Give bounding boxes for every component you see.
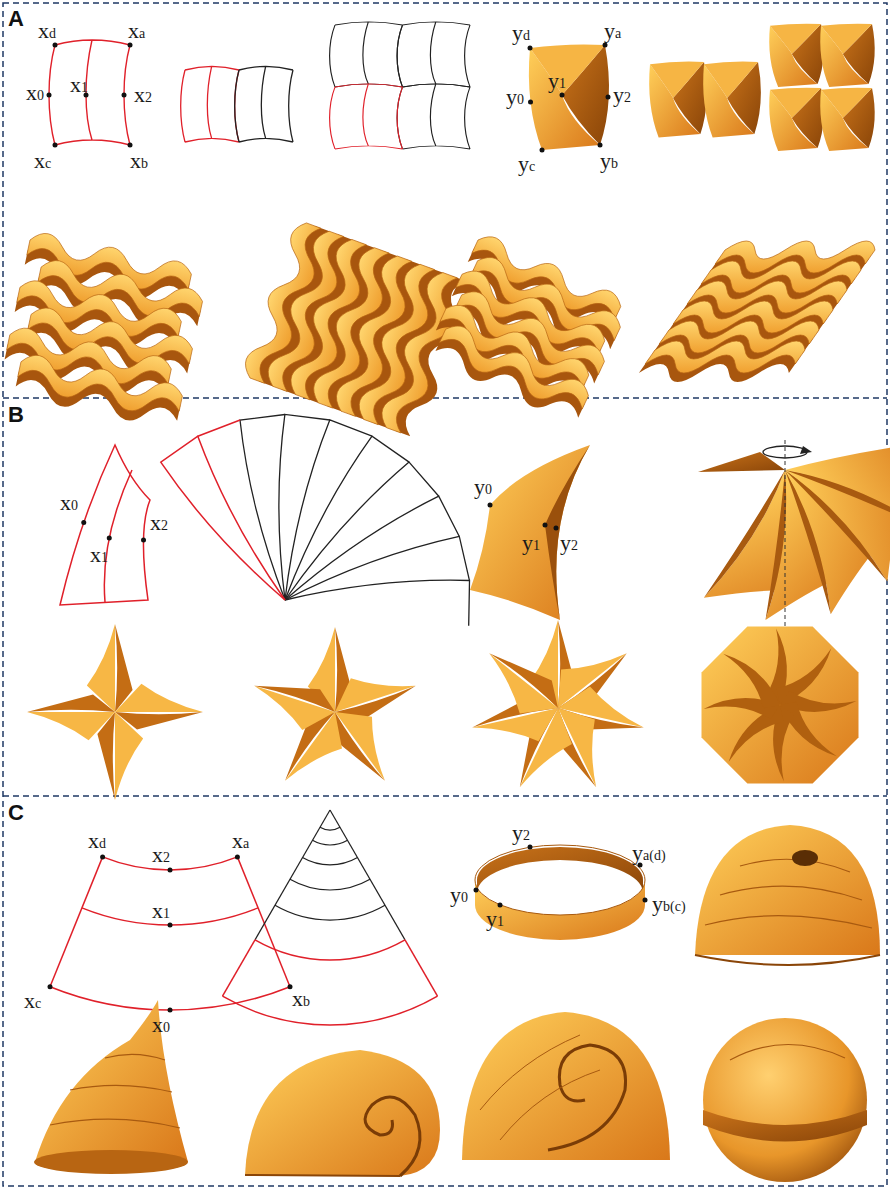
panel-letter: A — [8, 8, 24, 30]
point-label: y1 — [522, 532, 540, 554]
point-label: x0 — [26, 82, 44, 104]
point-label: x0 — [152, 1014, 170, 1036]
point-label: xc — [24, 990, 41, 1012]
point-label: y2 — [613, 84, 631, 106]
point-label: x0 — [60, 492, 78, 514]
point-label: xd — [88, 830, 106, 852]
point-label: xa — [128, 20, 145, 42]
point-label: yd — [512, 22, 530, 44]
point-label: yb — [600, 150, 618, 172]
point-label: y2 — [560, 532, 578, 554]
point-label: y1 — [548, 70, 566, 92]
point-label: x2 — [152, 844, 170, 866]
point-label: xb — [292, 988, 310, 1010]
point-label: x1 — [70, 74, 88, 96]
point-label: ya — [604, 20, 621, 42]
panel-letter: C — [8, 802, 24, 824]
point-label: y1 — [486, 908, 504, 930]
point-label: xd — [38, 20, 56, 42]
point-label: y0 — [450, 884, 468, 906]
point-label: x1 — [152, 900, 170, 922]
point-label: xa — [232, 830, 249, 852]
point-label: x2 — [150, 512, 168, 534]
point-label: y0 — [506, 86, 524, 108]
point-label: yb(c) — [652, 893, 686, 915]
point-label: xb — [130, 150, 148, 172]
point-label: ya(d) — [632, 842, 666, 864]
point-label: y2 — [512, 822, 530, 844]
point-label: x1 — [90, 544, 108, 566]
point-label: yc — [518, 153, 535, 175]
panel-letter: B — [8, 404, 24, 426]
point-label: x2 — [134, 84, 152, 106]
point-label: y0 — [474, 476, 492, 498]
point-label: xc — [34, 150, 51, 172]
